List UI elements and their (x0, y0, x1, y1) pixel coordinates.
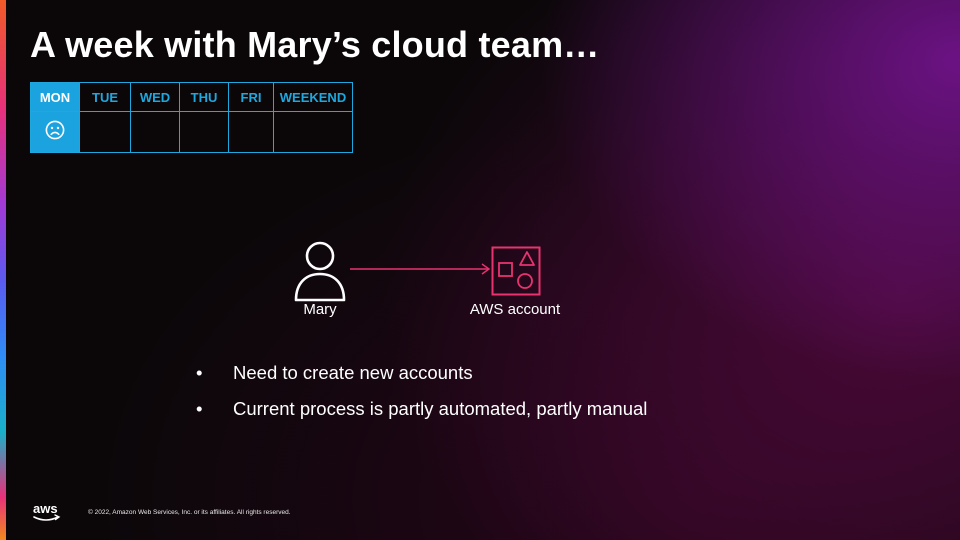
bullet-item: • Current process is partly automated, pa… (196, 396, 647, 432)
day-cell-wed (130, 111, 180, 153)
day-header-thu: THU (179, 82, 229, 112)
aws-logo: aws (30, 500, 64, 524)
copyright-notice: © 2022, Amazon Web Services, Inc. or its… (88, 509, 291, 516)
slide-title: A week with Mary’s cloud team… (30, 24, 600, 65)
bullet-list: • Need to create new accounts • Current pr… (196, 360, 647, 432)
day-header-fri: FRI (228, 82, 274, 112)
bullet-marker: • (196, 362, 203, 383)
frown-face-icon (45, 120, 65, 140)
bullet-item: • Need to create new accounts (196, 360, 647, 396)
day-cell-weekend (273, 111, 353, 153)
bullet-text: Current process is partly automated, par… (233, 398, 648, 419)
accent-edge-bar (0, 0, 6, 540)
bullet-marker: • (196, 398, 203, 419)
arrow-right-icon (350, 262, 492, 276)
person-label: Mary (303, 301, 337, 318)
week-header-row: MON TUE WED THU FRI WEEKEND (30, 82, 353, 112)
aws-account-icon (491, 246, 541, 296)
aws-logo-text: aws (33, 501, 58, 516)
day-header-mon: MON (30, 82, 80, 112)
account-label: AWS account (469, 301, 561, 318)
user-icon (290, 240, 350, 302)
day-cell-thu (179, 111, 229, 153)
week-table: MON TUE WED THU FRI WEEKEND (30, 82, 353, 153)
day-header-tue: TUE (79, 82, 131, 112)
day-cell-tue (79, 111, 131, 153)
day-header-wed: WED (130, 82, 180, 112)
week-status-row (30, 111, 353, 153)
day-cell-mon (30, 111, 80, 153)
bullet-text: Need to create new accounts (233, 362, 473, 383)
day-header-weekend: WEEKEND (273, 82, 353, 112)
day-cell-fri (228, 111, 274, 153)
